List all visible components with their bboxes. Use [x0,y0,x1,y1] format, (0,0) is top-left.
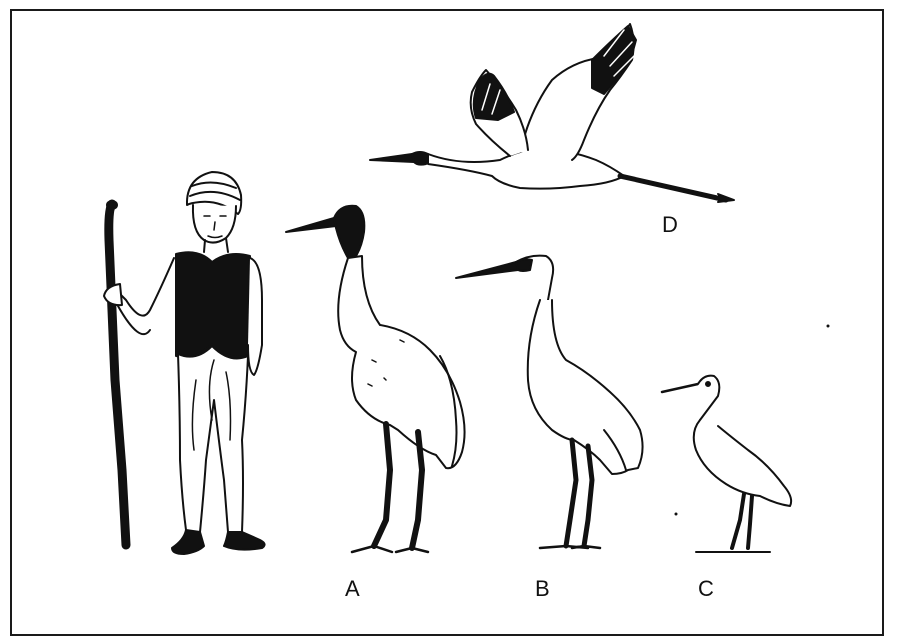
egret-c-legs [732,494,752,548]
label-crane-d: D [662,214,678,236]
human-figure [104,172,265,554]
crane-a-beak [286,218,336,232]
egret-c [662,376,791,552]
crane-b-legs [566,440,592,546]
vest [176,252,250,357]
crane-b-beak [456,262,518,278]
crane-a-head [334,206,364,258]
crane-d-head [412,152,428,165]
staff [109,204,126,545]
flying-crane-d [370,24,734,202]
crane-a [286,206,465,552]
egret-c-beak [662,384,698,392]
crane-a-body [338,256,464,468]
label-crane-b: B [535,578,550,600]
label-egret-c: C [698,578,714,600]
crane-d-legs [620,176,726,200]
crane-b [456,256,643,548]
crane-d-body [428,148,624,189]
dhoti [178,346,248,532]
label-crane-a: A [345,578,360,600]
crane-b-body [528,300,643,474]
crane-d-beak [370,154,414,162]
